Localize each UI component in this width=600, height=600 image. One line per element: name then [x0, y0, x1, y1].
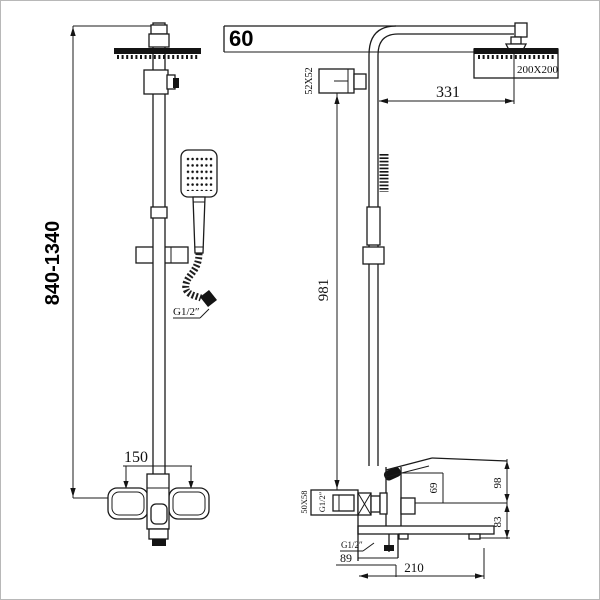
- dim-base-depth: 210: [359, 548, 485, 579]
- mixer-front: [107, 473, 210, 546]
- mixer-side: [383, 457, 508, 526]
- shower-hose: [182, 252, 203, 302]
- hose-thread-label-group: G1/2″: [173, 306, 210, 319]
- hose-thread-label: G1/2″: [173, 306, 200, 318]
- tub-spout-side: [357, 515, 399, 561]
- wall-flange-thread-label: G1/2″: [317, 491, 327, 512]
- arm-reach-label: 331: [436, 84, 460, 101]
- dim-arm-reach: 331: [379, 84, 514, 104]
- base-depth-label: 210: [404, 560, 424, 575]
- height-range-label: 840-1340: [42, 221, 64, 306]
- hose-end-fitting: [200, 290, 217, 307]
- pipe-collar-side: [366, 206, 381, 246]
- lower-section-label: 83: [492, 516, 504, 528]
- rain-head-front: [114, 48, 201, 59]
- hand-shower-front: [180, 149, 218, 307]
- top-fitting-front: [148, 24, 170, 48]
- dim-handle-span: 150: [123, 449, 194, 489]
- dim-bar-height: 981: [316, 81, 340, 491]
- dim-height-range: 840-1340: [42, 25, 153, 499]
- base-plate: [357, 525, 495, 540]
- mixer-handle-right: [168, 487, 210, 520]
- spout-offset-label: 89: [340, 551, 352, 565]
- mixer-outlet-front: [148, 528, 169, 540]
- front-view: 840-1340: [42, 22, 218, 546]
- bracket-size-label: 52X52: [304, 67, 315, 94]
- arm-drop-label: 60: [229, 26, 253, 51]
- wall-flange-size-label: 50X58: [299, 490, 309, 513]
- wall-bracket-side: 52X52: [304, 67, 367, 95]
- dim-arm-drop: 60: [223, 25, 521, 53]
- hand-shower-spray-face: [186, 156, 213, 191]
- mixer-side-port: [400, 497, 416, 515]
- mixer-button: [150, 503, 168, 525]
- wall-flange-side: 50X58 G1/2″: [299, 489, 388, 516]
- upper-section-label: 98: [492, 477, 504, 489]
- hand-shower-handle: [192, 196, 206, 254]
- pipe-collar-front: [150, 206, 168, 219]
- diverter-front: [143, 69, 179, 95]
- spout-top-height-label: 69: [428, 482, 440, 494]
- mixer-handle-left: [107, 487, 149, 520]
- slide-bar-side: [362, 246, 385, 265]
- bar-height-label: 981: [316, 279, 332, 302]
- handle-span-label: 150: [124, 449, 148, 466]
- dim-upper-lower-sections: 98 83: [479, 459, 510, 539]
- outlet-thread-label-group: G1/2″: [340, 540, 375, 552]
- dim-spout-offset: 89: [336, 551, 397, 577]
- rain-head-side: 200X200: [473, 48, 559, 104]
- outlet-thread-label: G1/2″: [341, 540, 363, 550]
- side-view: 60 981 52X52: [223, 22, 559, 579]
- head-size-label: 200X200: [517, 64, 558, 76]
